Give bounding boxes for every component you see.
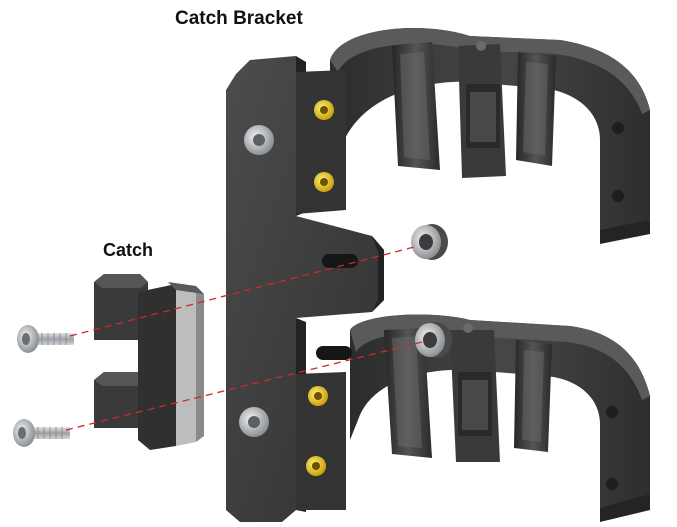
lower-clamp [350, 314, 650, 522]
catch-label: Catch [103, 240, 154, 260]
catch-bracket-plate [226, 56, 384, 522]
catch-part [94, 274, 204, 450]
brass-insert-icon [306, 100, 334, 476]
upper-clamp [330, 28, 650, 244]
nut-icon [411, 224, 452, 358]
assembly-leader-lines [65, 245, 423, 431]
catch-bracket-label: Catch Bracket [175, 8, 303, 29]
screw-icon [13, 325, 74, 447]
